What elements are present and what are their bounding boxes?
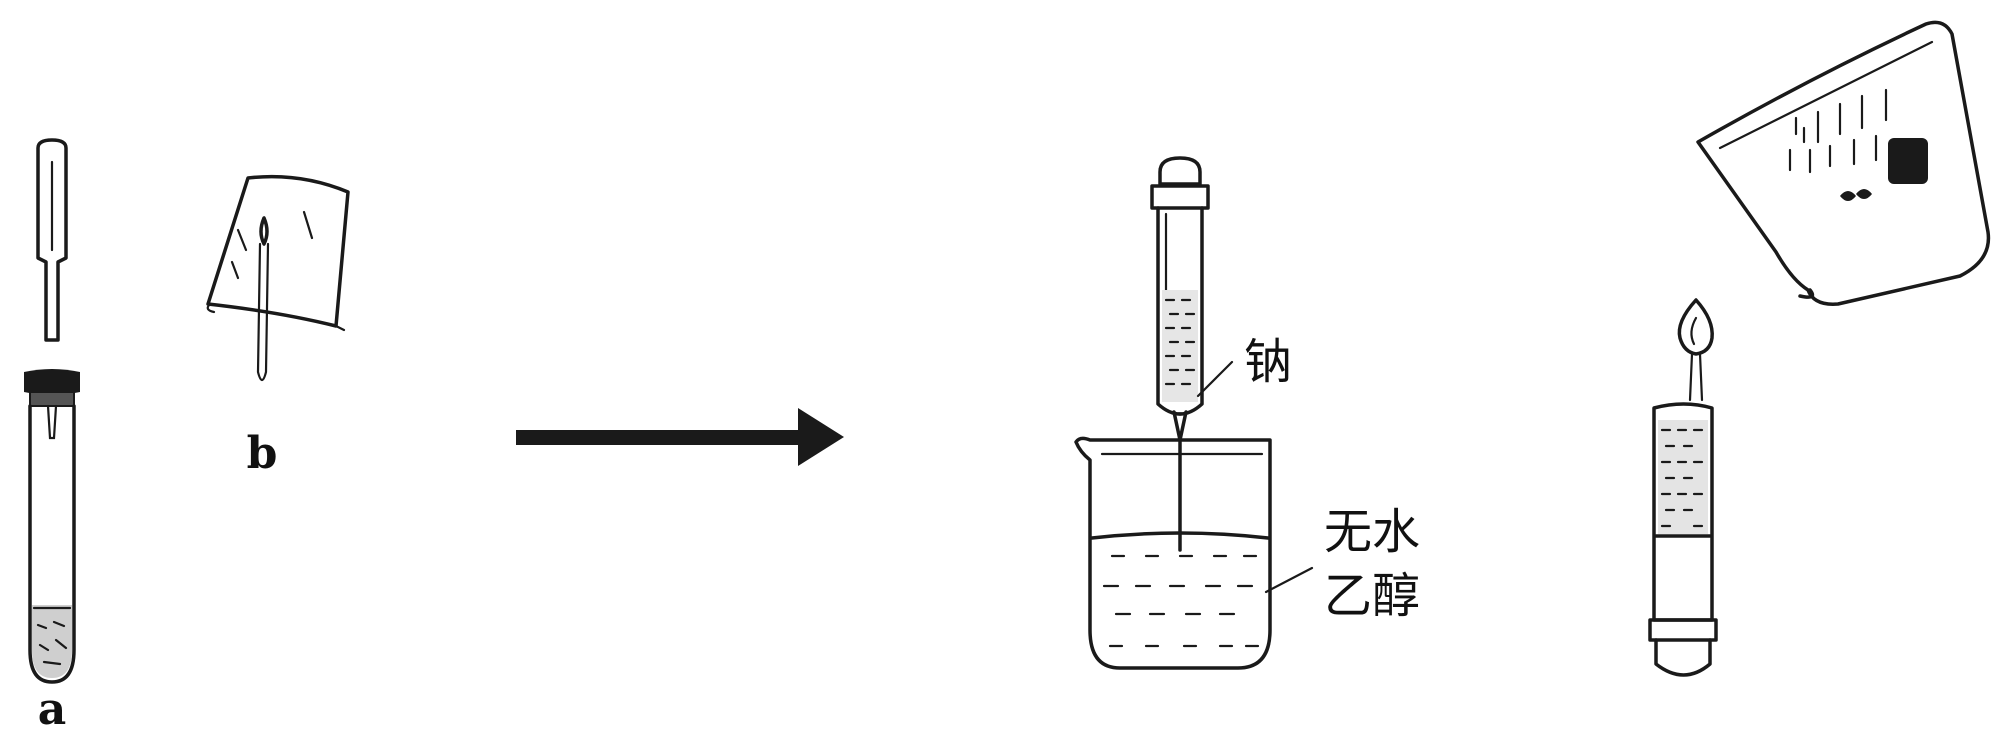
inverted-beaker [1696,20,1991,306]
label-a: a [38,684,67,735]
apparatus-b-glass-plate [206,174,350,382]
process-arrow [516,408,844,466]
label-sodium: 钠 [1244,334,1292,390]
burning-tube [1648,298,1718,677]
label-b: b [247,428,278,479]
label-ethanol: 乙醇 [1324,568,1420,624]
apparatus-a-test-tube [24,138,80,684]
beaker-with-tube [1074,156,1314,670]
label-anhydrous: 无水 [1324,504,1420,560]
